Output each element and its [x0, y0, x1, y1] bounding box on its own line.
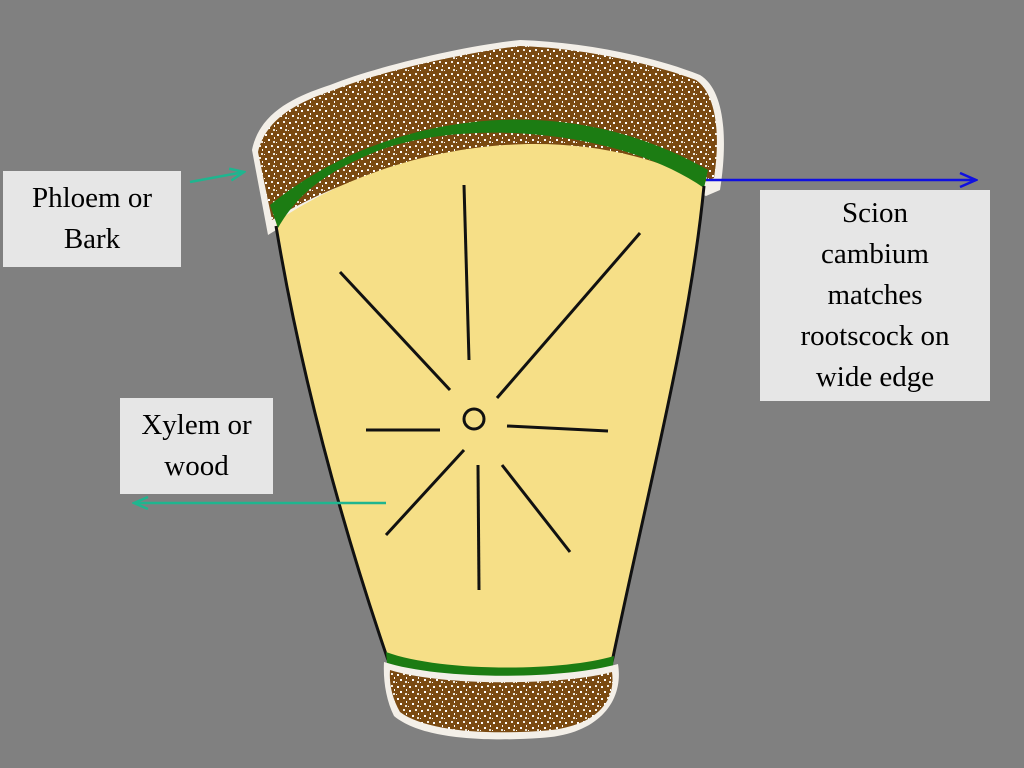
ray-up-left	[338, 270, 452, 392]
top-bark	[258, 46, 717, 220]
xylem-label-box: Xylem or wood	[120, 398, 273, 494]
wedge-left-edge	[274, 225, 390, 661]
ray-up	[462, 184, 471, 361]
ray-down-left	[384, 448, 466, 537]
bottom-bark	[389, 670, 613, 733]
ray-right	[506, 424, 609, 433]
wedge-right-edge	[610, 185, 706, 663]
medullary-rays	[338, 184, 642, 591]
top-cambium-band	[270, 119, 708, 228]
cambium-label: Scion cambium matches rootscock on wide …	[800, 197, 950, 393]
ray-up-right	[495, 232, 642, 399]
phloem-label-box: Phloem or Bark	[3, 171, 181, 267]
xylem-wood-region	[276, 144, 704, 683]
phloem-label: Phloem or Bark	[31, 182, 153, 255]
xylem-label: Xylem or wood	[141, 409, 252, 482]
ray-down	[476, 464, 481, 591]
ray-down-right	[500, 464, 572, 553]
phloem-arrow	[189, 172, 244, 184]
pith-circle	[462, 407, 486, 431]
cambium-label-box: Scion cambium matches rootscock on wide …	[760, 190, 990, 401]
